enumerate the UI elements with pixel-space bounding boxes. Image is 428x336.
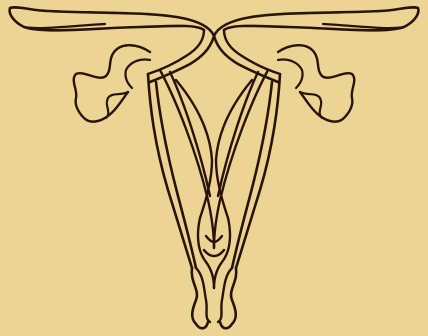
anatomical-illustration (0, 0, 428, 336)
uterus-line-drawing (0, 0, 428, 336)
